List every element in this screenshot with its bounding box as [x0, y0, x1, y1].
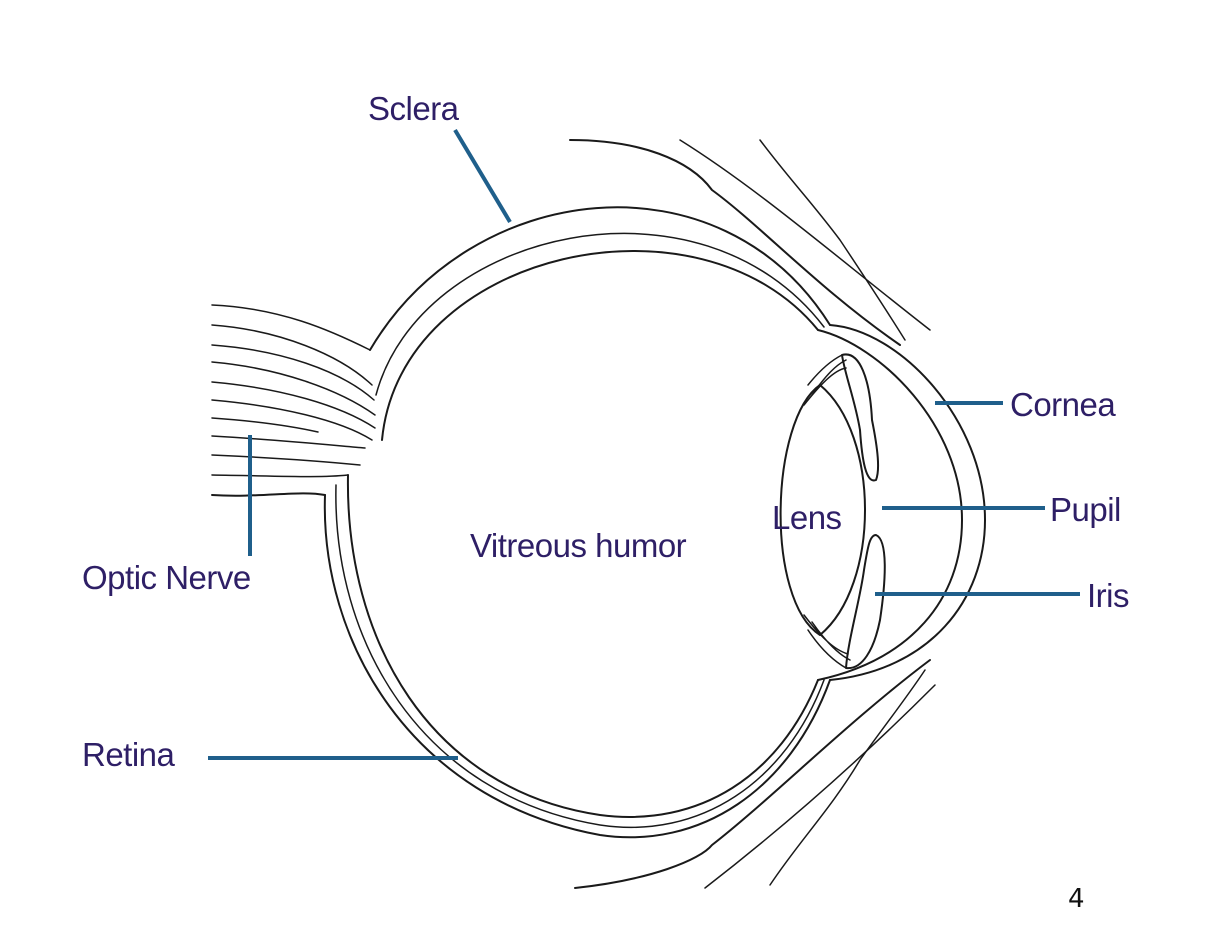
lower-eyelid-outline: [574, 659, 931, 889]
cornea-inner-outline: [817, 329, 963, 681]
lens-shape: [779, 384, 866, 636]
retina-label: Retina: [82, 736, 176, 773]
sclera-outer-lower-outline: [323, 494, 831, 839]
lens-label: Lens: [772, 499, 842, 536]
upper-eyelid-inner-outline: [679, 139, 931, 331]
pupil-label: Pupil: [1050, 491, 1121, 528]
lower-eyelid-skin-outline: [769, 669, 926, 886]
retina-inner-lower-outline: [346, 474, 819, 818]
page-number: 4: [1068, 884, 1085, 914]
retina-inner-outline: [381, 249, 819, 441]
upper-eyelid-skin-outline: [759, 139, 906, 341]
choroid-outline: [375, 232, 825, 396]
vitreous-humor-label: Vitreous humor: [470, 527, 687, 564]
sclera-outer-outline: [369, 206, 831, 351]
optic-nerve-label: Optic Nerve: [82, 559, 251, 596]
sclera-label: Sclera: [368, 90, 460, 127]
cornea-label: Cornea: [1010, 386, 1116, 423]
choroid-lower-outline: [335, 484, 825, 829]
lower-eyelid-inner-outline: [704, 684, 936, 889]
optic-nerve-fibers: [211, 304, 376, 497]
ciliary-body-upper: [803, 354, 847, 406]
iris-upper-shape: [841, 353, 880, 482]
upper-eyelid-outline: [569, 139, 901, 346]
ciliary-body-lower: [803, 614, 851, 669]
cornea-outer-outline: [829, 324, 986, 681]
sclera-leader-line: [453, 128, 512, 224]
iris-lower-shape: [845, 534, 886, 670]
iris-label: Iris: [1087, 577, 1129, 614]
